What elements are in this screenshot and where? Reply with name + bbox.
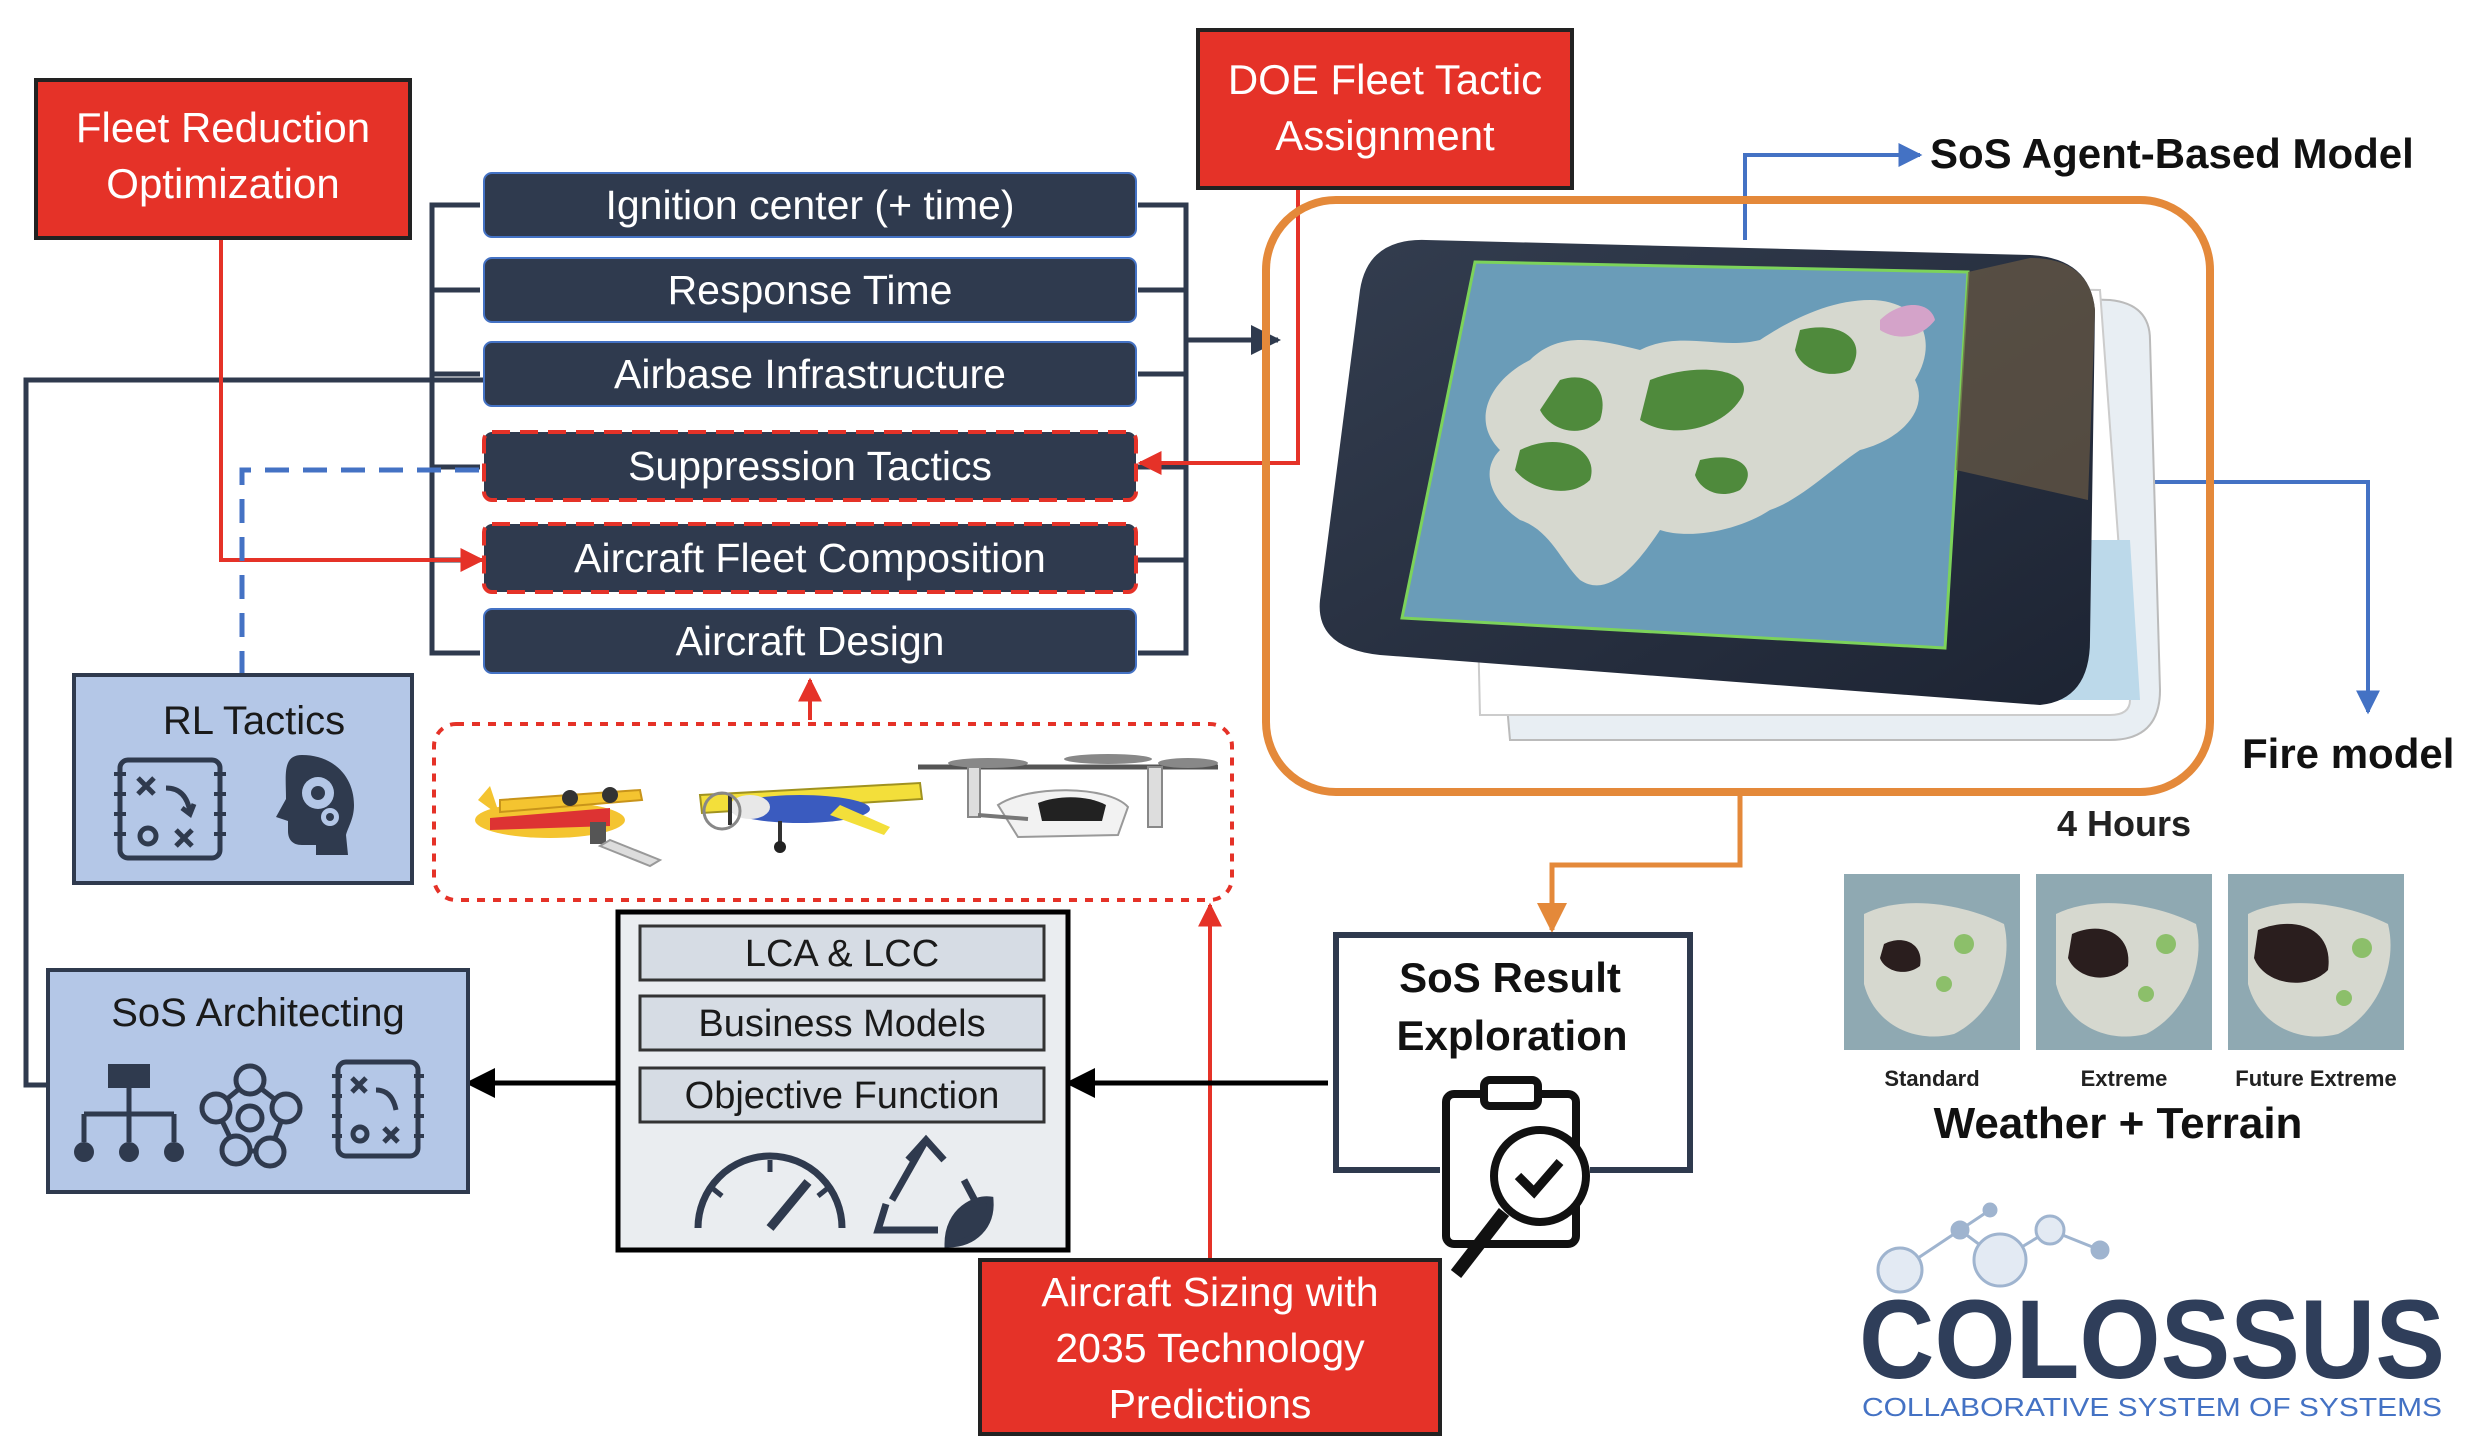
tactics-board-icon [114,757,226,861]
eval-label: LCA & LCC [745,933,939,975]
scenario-label: Extreme [2081,1066,2168,1091]
doe-tactic-line1: DOE Fleet Tactic [1228,56,1542,103]
colossus-logo: COLOSSUS COLLABORATIVE SYSTEM OF SYSTEMS [1859,1202,2445,1422]
aircraft-sizing-line1: Aircraft Sizing with [1041,1269,1378,1315]
fleet-reduction-arrow [219,238,485,572]
airplane-icon [918,754,1218,839]
logo-name: COLOSSUS [1859,1277,2445,1402]
rl-tactics-label: RL Tactics [163,699,345,743]
sos-architecting-box: SoS Architecting [46,968,470,1194]
fleet-reduction-box: Fleet Reduction Optimization [34,78,412,240]
rl-tactics-box: RL Tactics [72,673,414,885]
eval-business-models: Business Models [638,994,1046,1052]
airplane-icon [698,781,924,853]
logo-network-graphic [1876,1202,2110,1294]
fire-model-label: Fire model [2242,730,2454,777]
hierarchy-icon [74,1064,184,1162]
input-bracket-right [1138,202,1189,656]
sos-abm-label: SoS Agent-Based Model [1930,130,2414,177]
sos-result-box: SoS Result Exploration [1333,932,1693,1278]
recycle-leaf-icon [873,1134,994,1248]
sos-result-line1: SoS Result [1399,954,1621,1001]
evaluation-box: LCA & LCC Business Models Objective Func… [615,909,1071,1253]
scenario-map-standard [1844,874,2020,1050]
scenario-map-future-extreme [2228,874,2404,1050]
abm-label-arrow [1743,143,1923,240]
sos-architecting-label: SoS Architecting [111,991,405,1035]
eval-objective-function: Objective Function [638,1066,1046,1124]
input-label: Suppression Tactics [628,443,992,489]
scenario-label: Standard [1884,1066,1979,1091]
doe-fleet-tactic-box: DOE Fleet Tactic Assignment [1196,28,1574,190]
abm-map-frame [1262,196,2214,796]
fire-model-arrow [2145,480,2380,715]
rl-tactics-dashed-line [239,467,482,675]
tactics-board-icon [332,1059,424,1159]
island-terrain [1485,300,1926,586]
aircraft-sizing-box: Aircraft Sizing with 2035 Technology Pre… [978,1258,1442,1436]
input-label: Aircraft Design [676,618,945,664]
scenario-map-extreme [2036,874,2212,1050]
logo-subtitle: COLLABORATIVE SYSTEM OF SYSTEMS [1862,1392,2442,1422]
weather-terrain-label: Weather + Terrain [1934,1099,2303,1148]
fleet-reduction-line2: Optimization [106,160,339,207]
head-gear-icon [276,755,354,855]
eval-label: Business Models [698,1003,985,1045]
input-response-time: Response Time [483,257,1137,323]
input-bracket-left [429,202,480,656]
doe-tactic-line2: Assignment [1275,112,1495,159]
network-icon [199,1063,303,1169]
input-label: Airbase Infrastructure [614,351,1006,397]
input-aircraft-design: Aircraft Design [483,608,1137,674]
eval-label: Objective Function [685,1075,1000,1117]
four-hours-label: 4 Hours [2057,803,2191,844]
input-label: Response Time [668,267,953,313]
eval-lca-lcc: LCA & LCC [638,924,1046,982]
input-airbase-infrastructure: Airbase Infrastructure [483,341,1137,407]
sos-result-line2: Exploration [1396,1012,1627,1059]
aircraft-sizing-line2: 2035 Technology [1055,1325,1365,1371]
speedometer-icon [694,1152,846,1231]
clipboard-check-icon [1442,1076,1590,1278]
input-aircraft-fleet-composition: Aircraft Fleet Composition [482,522,1138,594]
input-label: Aircraft Fleet Composition [574,535,1046,581]
input-suppression-tactics: Suppression Tactics [482,430,1138,502]
input-ignition-center: Ignition center (+ time) [483,172,1137,238]
airplane-icon [475,786,663,868]
airbase-to-architecting-line [23,377,484,1088]
doe-tactic-arrow [1137,190,1300,475]
fleet-reduction-line1: Fleet Reduction [76,104,370,151]
input-label: Ignition center (+ time) [605,182,1014,228]
scenario-label: Future Extreme [2235,1066,2396,1091]
aircraft-sizing-line3: Predictions [1109,1381,1312,1427]
abm-to-result-arrow [1537,795,1743,933]
